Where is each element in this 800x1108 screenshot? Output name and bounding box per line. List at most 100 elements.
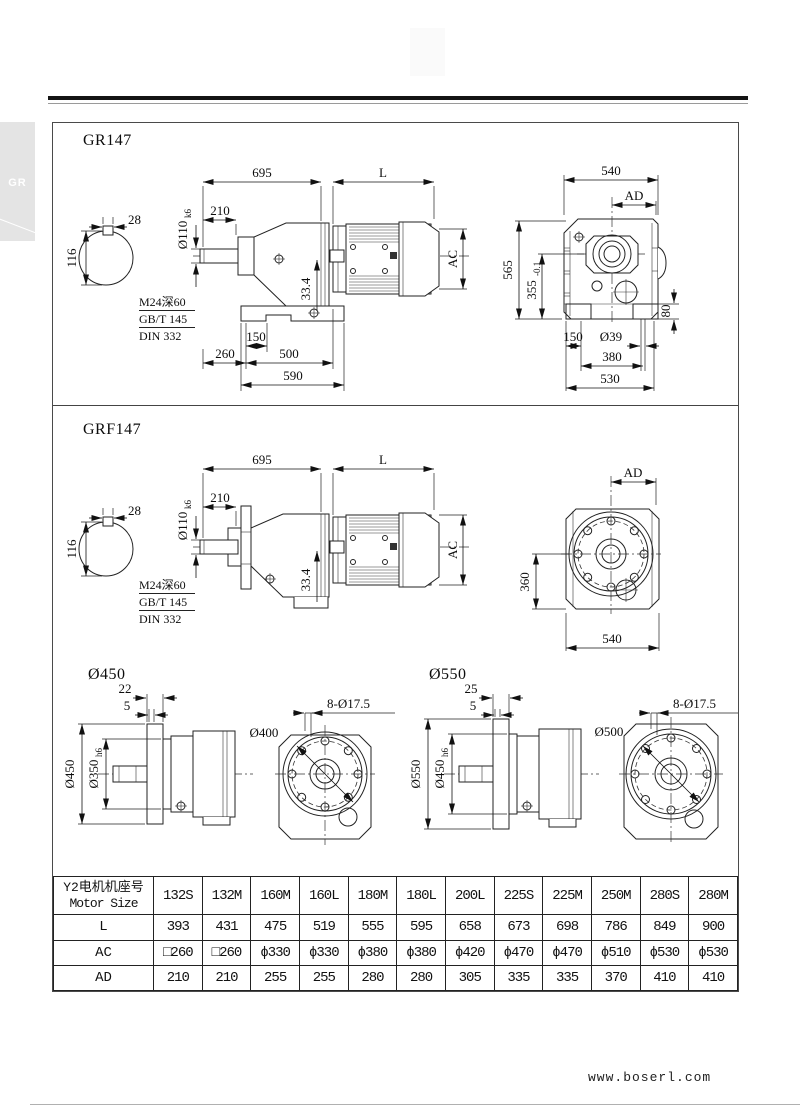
dim-o350-label: Ø350 <box>86 760 101 789</box>
table-cell: □260 <box>201 939 252 966</box>
grf147-drawing: 28 116 <box>64 452 661 651</box>
table-row-label: AD <box>53 964 154 992</box>
dim-o110-tol-label: k6 <box>183 500 193 510</box>
dim-shaft-dia-label: 116 <box>64 539 79 559</box>
table-header-en: Motor Size <box>69 895 138 911</box>
dim-shaft-dia-callout: Ø110 k6 <box>175 209 193 250</box>
dim-bolt-holes-label: 8-Ø17.5 <box>327 696 370 711</box>
table-cell: ϕ380 <box>396 939 446 966</box>
table-cell: □260 <box>153 939 203 966</box>
dim-565-label: 565 <box>500 260 515 280</box>
table-column-header: 280S <box>639 875 690 916</box>
dim-AD-label: AD <box>625 188 644 203</box>
table-cell: 555 <box>347 914 398 941</box>
dim-355-callout: 355 -0.1 <box>524 262 542 300</box>
table-column-header: 180M <box>347 875 398 916</box>
table-cell: 786 <box>590 914 641 941</box>
dim-shaft-dia-callout: Ø110 k6 <box>175 500 193 541</box>
gr147-std-note-2: DIN 332 <box>139 329 182 343</box>
dim-260-label: 260 <box>215 346 235 361</box>
dim-210-label: 210 <box>210 203 230 218</box>
table-cell: 658 <box>444 914 495 941</box>
scan-artifact <box>410 28 445 76</box>
table-column-header: 180L <box>396 875 446 916</box>
table-cell: 210 <box>201 964 252 992</box>
grf147-front-view: AD 360 540 <box>517 465 661 651</box>
flange-drawings: 22 5 Ø450 Ø350 h6 <box>62 681 738 845</box>
dim-o110-label: Ø110 <box>175 221 190 249</box>
dim-540-label: 540 <box>602 631 622 646</box>
table-cell: ϕ470 <box>493 939 544 966</box>
gr147-rear-view: 540 AD 565 355 -0.1 80 <box>500 163 679 391</box>
side-tab-gr: GR <box>0 122 43 241</box>
website-url: www.boserl.com <box>588 1070 712 1085</box>
dim-AC-label: AC <box>445 541 460 559</box>
table-cell: 370 <box>590 964 641 992</box>
drawing-sheet: 28 116 <box>52 122 739 992</box>
section-divider <box>53 405 738 406</box>
dim-o110-tol-label: k6 <box>183 209 193 219</box>
dim-500-label: 500 <box>279 346 299 361</box>
bottom-rule <box>30 1104 800 1105</box>
dim-key-width-label: 28 <box>128 503 141 518</box>
grf147-title: GRF147 <box>83 421 142 438</box>
dim-o39-label: Ø39 <box>600 329 622 344</box>
dim-150-rear-label: 150 <box>563 329 583 344</box>
grf147-thread-note: M24深60 <box>139 578 195 594</box>
table-cell: 255 <box>298 964 349 992</box>
plug-symbol <box>175 800 187 812</box>
dim-o450h6-tol-label: h6 <box>440 748 450 758</box>
dim-o400-label: Ø400 <box>250 725 279 740</box>
dim-shaft-dia-label: 116 <box>64 248 79 268</box>
gr147-std-note-1: GB/T 145 <box>139 312 195 328</box>
dim-695-label: 695 <box>252 165 272 180</box>
dim-o500-label: Ø500 <box>595 724 624 739</box>
table-column-header: 225S <box>493 875 544 916</box>
table-cell: 431 <box>201 914 252 941</box>
dim-590-label: 590 <box>283 368 303 383</box>
dim-355-tol-label: -0.1 <box>532 262 542 276</box>
gr147-title: GR147 <box>83 132 132 149</box>
grf147-side-view: 695 L 210 Ø110 k6 33.4 AC <box>175 452 469 609</box>
dim-o350-tol-label: h6 <box>94 748 104 758</box>
gr147-thread-note: M24深60 <box>139 295 195 311</box>
table-cell: 595 <box>396 914 446 941</box>
gr147-side-view: 695 L 210 Ø110 k6 33.4 AC <box>175 165 469 391</box>
table-cell: 673 <box>493 914 544 941</box>
dim-210-label: 210 <box>210 490 230 505</box>
side-tab-label: GR <box>8 177 27 189</box>
plug-symbol <box>273 253 285 265</box>
dim-150-label: 150 <box>246 329 266 344</box>
table-cell: ϕ330 <box>250 939 300 966</box>
grf147-shaft-cross-section: 28 116 <box>64 503 141 577</box>
table-cell: 280 <box>396 964 446 992</box>
dim-33-4-label: 33.4 <box>298 277 313 300</box>
grf147-std-note-2: DIN 332 <box>139 612 182 626</box>
table-column-header: 200L <box>444 875 495 916</box>
flange450-front-view: Ø400 8-Ø17.5 <box>250 696 395 845</box>
table-cell: ϕ530 <box>688 939 738 966</box>
table-row-label: L <box>53 914 154 941</box>
table-cell: 849 <box>639 914 690 941</box>
dim-540-label: 540 <box>601 163 621 178</box>
gr147-drawing: 28 116 <box>64 163 679 391</box>
dim-355-label: 355 <box>524 280 539 300</box>
dim-360-label: 360 <box>517 572 532 592</box>
table-cell: ϕ380 <box>347 939 398 966</box>
grf147-std-note-1: GB/T 145 <box>139 595 195 611</box>
table-cell: 280 <box>347 964 398 992</box>
dim-AD-label: AD <box>624 465 643 480</box>
drain-plug-symbol <box>308 307 320 319</box>
table-cell: 475 <box>250 914 300 941</box>
flange450-side-view: 22 5 Ø450 Ø350 h6 <box>62 681 253 826</box>
table-column-header: 160L <box>298 875 349 916</box>
dim-o350-callout: Ø350 h6 <box>86 748 104 789</box>
table-column-header: 132M <box>201 875 252 916</box>
table-cell: 335 <box>493 964 544 992</box>
table-column-header: 280M <box>688 875 738 916</box>
table-column-header: 160M <box>250 875 300 916</box>
side-tab-slash <box>0 217 43 236</box>
dim-25-label: 25 <box>465 681 478 696</box>
